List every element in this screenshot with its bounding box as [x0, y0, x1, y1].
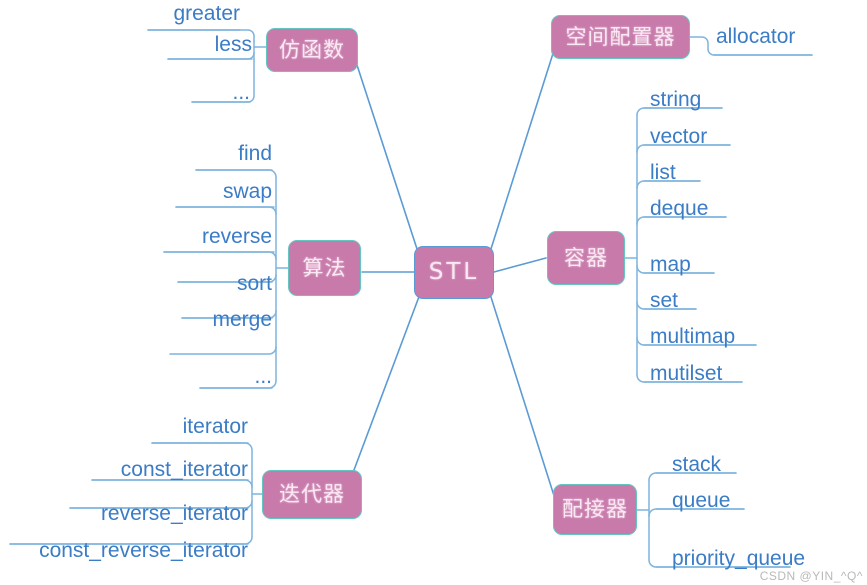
leaf-functor-greater[interactable]: greater	[173, 2, 240, 25]
leaf-container-mutilset[interactable]: mutilset	[650, 362, 723, 385]
leaf-algorithm-more[interactable]: ...	[254, 365, 272, 388]
leaf-container-string[interactable]: string	[650, 88, 702, 111]
node-stl-root-label: STL	[428, 259, 480, 285]
leaf-allocator-allocator[interactable]: allocator	[716, 25, 796, 48]
node-allocator-label: 空间配置器	[565, 24, 676, 49]
leaf-iterator-const-iterator[interactable]: const_iterator	[120, 458, 248, 481]
leaf-iterator-reverse-iterator[interactable]: reverse_iterator	[100, 502, 248, 525]
leaf-functor-more[interactable]: ...	[232, 81, 250, 104]
node-container[interactable]: 容器	[547, 231, 625, 285]
leaf-adapter-priority-queue[interactable]: priority_queue	[672, 547, 806, 570]
node-adapter-label: 配接器	[562, 497, 628, 521]
leaf-adapter-queue[interactable]: queue	[672, 489, 731, 512]
node-iterator-label: 迭代器	[279, 482, 345, 506]
node-allocator[interactable]: 空间配置器	[551, 15, 690, 59]
leaf-iterator-iterator[interactable]: iterator	[182, 415, 248, 438]
node-adapter[interactable]: 配接器	[553, 484, 637, 535]
node-algorithm[interactable]: 算法	[288, 240, 361, 296]
node-iterator[interactable]: 迭代器	[262, 470, 362, 519]
leaf-algorithm-swap[interactable]: swap	[222, 180, 272, 203]
node-algorithm-label: 算法	[302, 255, 347, 280]
leaf-container-map[interactable]: map	[650, 253, 691, 276]
leaf-container-vector[interactable]: vector	[650, 125, 708, 148]
node-container-label: 容器	[564, 245, 608, 270]
watermark-text: CSDN @YIN_^Q^	[759, 569, 863, 583]
leaf-algorithm-reverse[interactable]: reverse	[201, 225, 272, 248]
leaf-container-multimap[interactable]: multimap	[650, 325, 736, 348]
node-functor[interactable]: 仿函数	[266, 28, 358, 72]
leaf-algorithm-find[interactable]: find	[238, 142, 272, 165]
leaf-algorithm-sort[interactable]: sort	[236, 272, 272, 295]
node-functor-label: 仿函数	[279, 37, 345, 62]
leaf-iterator-const-reverse-iterator[interactable]: const_reverse_iterator	[39, 539, 248, 562]
leaf-container-deque[interactable]: deque	[650, 197, 709, 220]
leaf-container-set[interactable]: set	[650, 289, 679, 312]
node-stl-root[interactable]: STL	[414, 246, 494, 299]
leaf-adapter-stack[interactable]: stack	[672, 453, 722, 476]
leaf-container-list[interactable]: list	[650, 161, 676, 184]
leaf-algorithm-merge[interactable]: merge	[212, 308, 272, 331]
leaf-functor-less[interactable]: less	[214, 33, 252, 56]
